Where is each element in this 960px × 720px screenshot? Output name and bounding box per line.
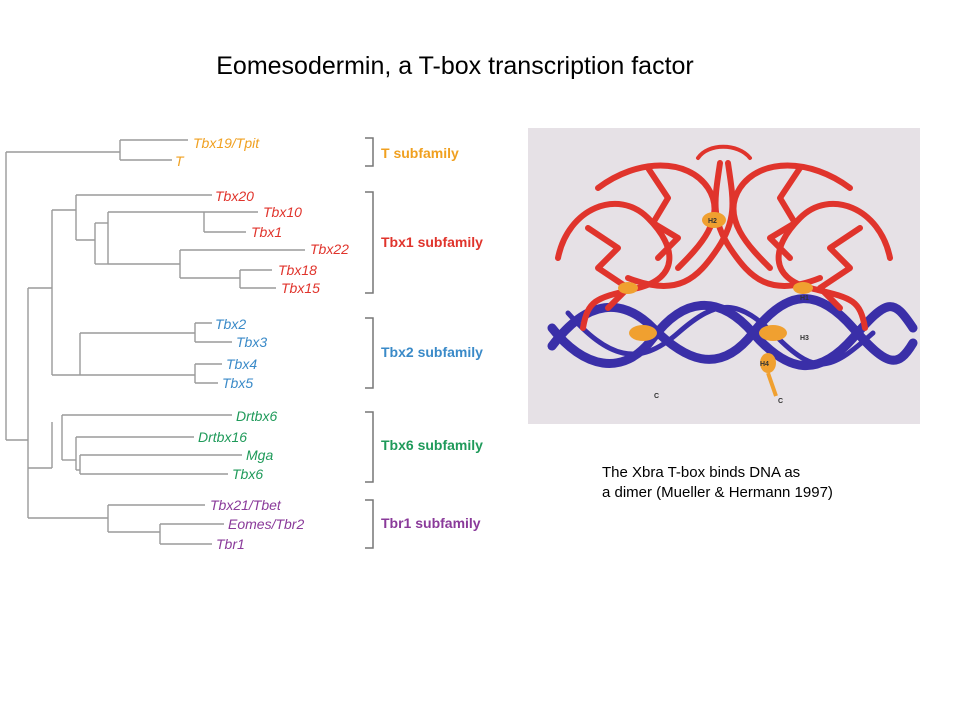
- subfamily-brackets: [365, 137, 374, 549]
- subfamily-bracket: [365, 191, 374, 294]
- caption-line-1: The Xbra T-box binds DNA as: [602, 464, 801, 481]
- tree-branches: [5, 139, 305, 545]
- label-c-right: C: [778, 398, 783, 405]
- subfamily-bracket: [365, 137, 374, 167]
- leaf-tbx19: Tbx19/Tpit: [193, 135, 260, 151]
- subfamily-label-tbx6: Tbx6 subfamily: [381, 437, 483, 453]
- protein-ribbons: [555, 144, 893, 331]
- leaf-eomes: Eomes/Tbr2: [228, 516, 304, 532]
- leaf-tbx21: Tbx21/Tbet: [210, 497, 282, 513]
- leaf-tbx4: Tbx4: [226, 356, 257, 372]
- label-h4: H4: [760, 361, 769, 368]
- dna-helix: [547, 294, 918, 370]
- leaf-t: T: [175, 153, 185, 169]
- leaf-tbx2: Tbx2: [215, 316, 246, 332]
- subfamily-label-tbr1: Tbr1 subfamily: [381, 515, 481, 531]
- subfamily-label-tbx2: Tbx2 subfamily: [381, 344, 483, 360]
- alpha-helices: [618, 212, 813, 397]
- label-c-left: C: [654, 393, 659, 400]
- subfamily-bracket: [365, 411, 374, 483]
- subfamily-bracket: [365, 317, 374, 389]
- leaf-tbx10: Tbx10: [263, 204, 302, 220]
- label-h3: H3: [800, 335, 809, 342]
- phylogenetic-tree: Tbx19/Tpit T Tbx20 Tbx10 Tbx1 Tbx22 Tbx1…: [5, 135, 483, 552]
- structure-labels: H1 H2 H3 H4 C C: [654, 218, 809, 405]
- leaf-tbx18: Tbx18: [278, 262, 317, 278]
- figure-caption: The Xbra T-box binds DNA as a dimer (Mue…: [602, 463, 922, 503]
- leaf-drtbx6: Drtbx6: [236, 408, 277, 424]
- leaf-tbx20: Tbx20: [215, 188, 254, 204]
- caption-line-2: a dimer (Mueller & Hermann 1997): [602, 484, 833, 501]
- slide-title: Eomesodermin, a T-box transcription fact…: [216, 52, 694, 80]
- subfamily-bracket: [365, 499, 374, 549]
- subfamily-label-tbx1: Tbx1 subfamily: [381, 234, 483, 250]
- leaf-mga: Mga: [246, 447, 273, 463]
- leaf-tbx22: Tbx22: [310, 241, 349, 257]
- label-h2: H2: [708, 218, 717, 225]
- label-h1: H1: [800, 295, 809, 302]
- leaf-tbx1: Tbx1: [251, 224, 282, 240]
- protein-dna-structure-figure: H1 H2 H3 H4 C C: [528, 128, 920, 424]
- leaf-tbx6: Tbx6: [232, 466, 263, 482]
- subfamily-label-t: T subfamily: [381, 145, 459, 161]
- leaf-drtbx16: Drtbx16: [198, 429, 247, 445]
- ribbon-structure: H1 H2 H3 H4 C C: [547, 144, 918, 405]
- leaf-tbr1: Tbr1: [216, 536, 245, 552]
- leaf-tbx5: Tbx5: [222, 375, 253, 391]
- leaf-tbx15: Tbx15: [281, 280, 320, 296]
- leaf-tbx3: Tbx3: [236, 334, 267, 350]
